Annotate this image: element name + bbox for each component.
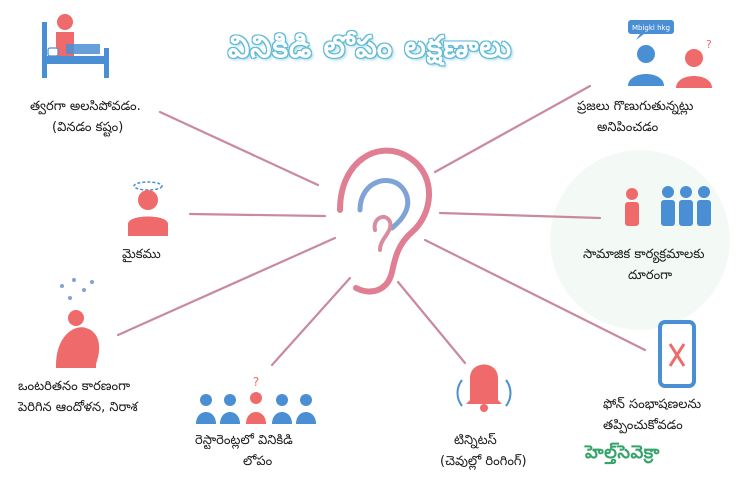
person-in-bed-icon <box>42 14 109 78</box>
symptom-line: పెరిగిన ఆందోళన, నిరాశ <box>18 400 138 415</box>
symptom-restaurant-hearing: రెస్టారెంట్లలో వినికిడి లోపం <box>195 430 293 472</box>
connector-line <box>396 280 467 365</box>
connector-line <box>270 276 352 367</box>
symptom-line: రెస్టారెంట్లలో వినికిడి <box>195 433 293 448</box>
symptom-line: సామాజిక కార్యక్రమాలకు <box>583 247 705 262</box>
symptom-line: అనిపించడం <box>597 120 659 135</box>
svg-text:?: ? <box>253 375 259 389</box>
symptom-social-withdrawal: సామాజిక కార్యక్రమాలకు దూరంగా <box>583 244 705 286</box>
symptom-phone-avoidance: ఫోన్ సంభాషణలను తప్పించుకోవడం <box>603 394 701 436</box>
dizzy-person-icon <box>128 181 168 236</box>
diagram-title: వినికిడి లోపం లక్షణాలు <box>227 30 513 65</box>
symptom-fatigue: త్వరగా అలసిపోవడం. (వినడం కష్టం) <box>30 96 141 138</box>
symptom-line: టిన్నిటస్ <box>454 433 497 448</box>
symptom-line: (చెవుల్లో రింగింగ్) <box>440 454 527 469</box>
symptom-mumbling: ప్రజలు గొణుగుతున్నట్లు అనిపించడం <box>577 96 693 138</box>
symptom-line: ఫోన్ సంభాషణలను <box>603 397 702 412</box>
symptom-line: (వినడం కష్టం) <box>52 120 124 135</box>
brand-logo: హెల్త్‌సెవెక్రా <box>585 442 660 463</box>
lonely-person-icon <box>56 278 100 368</box>
symptom-line: త్వరగా అలసిపోవడం. <box>30 99 141 114</box>
symptom-line: మైకము <box>122 247 161 262</box>
connector-line <box>423 238 647 352</box>
svg-text:?: ? <box>706 38 712 51</box>
connector-lines <box>116 84 647 367</box>
ear-icon <box>337 147 432 295</box>
symptom-line: దూరంగా <box>628 268 673 283</box>
connector-line <box>438 211 602 220</box>
crowd-icon <box>625 186 711 226</box>
conversation-icon: Mbigkl hkg ? <box>628 20 712 88</box>
symptom-line: తప్పించుకోవడం <box>603 418 683 433</box>
symptom-tinnitus: టిన్నిటస్ (చెవుల్లో రింగింగ్) <box>440 430 527 472</box>
bell-ringing-icon <box>456 364 512 412</box>
watermark-icon <box>550 150 730 330</box>
connector-line <box>433 84 592 174</box>
phone-crossed-icon <box>658 320 696 388</box>
symptom-dizziness: మైకము <box>122 244 161 265</box>
restaurant-group-icon: ? <box>196 375 316 424</box>
symptom-line: ప్రజలు గొణుగుతున్నట్లు <box>577 99 694 114</box>
connector-line <box>116 236 337 337</box>
connector-line <box>158 110 320 187</box>
symptom-line: లోపం <box>243 454 273 469</box>
connector-line <box>188 212 327 218</box>
symptom-line: ఒంటరితనం కారణంగా <box>18 379 131 394</box>
speech-bubble-text: Mbigkl hkg <box>632 24 670 32</box>
symptom-anxiety: ఒంటరితనం కారణంగా పెరిగిన ఆందోళన, నిరాశ <box>18 376 138 418</box>
